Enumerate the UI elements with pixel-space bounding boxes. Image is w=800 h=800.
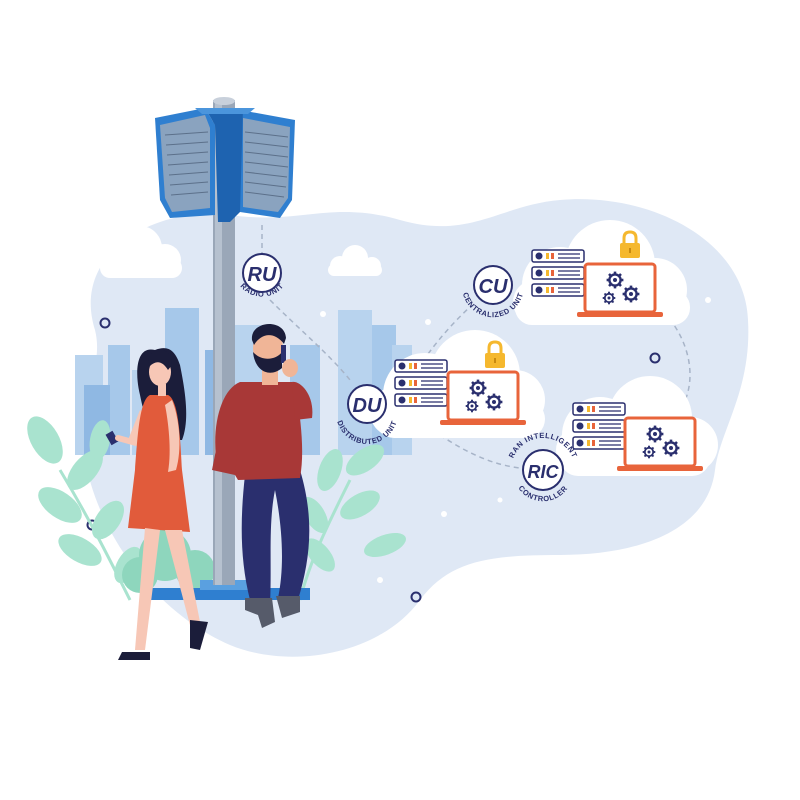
gear-icon — [605, 270, 625, 290]
man-figure — [212, 323, 313, 628]
du-abbr: DU — [353, 395, 382, 417]
gear-icon — [468, 378, 488, 398]
server-rack-icon — [572, 402, 626, 450]
plant-right — [298, 444, 406, 601]
laptop-icon — [577, 262, 663, 317]
woman-figure — [105, 348, 208, 660]
cu-abbr: CU — [479, 276, 508, 298]
cloud-left — [100, 226, 182, 278]
laptop-icon — [617, 416, 703, 471]
du-cloud — [370, 330, 545, 438]
cloud-small — [328, 245, 382, 276]
plant-left — [27, 416, 142, 601]
laptop-icon — [440, 370, 526, 425]
ru-badge: RU RADIO UNIT — [239, 253, 285, 299]
white-dots — [320, 297, 711, 583]
ric-abbr: RIC — [528, 462, 560, 482]
cu-cloud — [513, 220, 690, 325]
gear-icon — [645, 424, 665, 444]
antenna-icon — [155, 108, 295, 222]
server-rack-icon — [394, 359, 448, 407]
server-rack-icon — [531, 249, 585, 297]
ric-cloud — [556, 376, 718, 476]
ru-abbr: RU — [248, 264, 277, 286]
